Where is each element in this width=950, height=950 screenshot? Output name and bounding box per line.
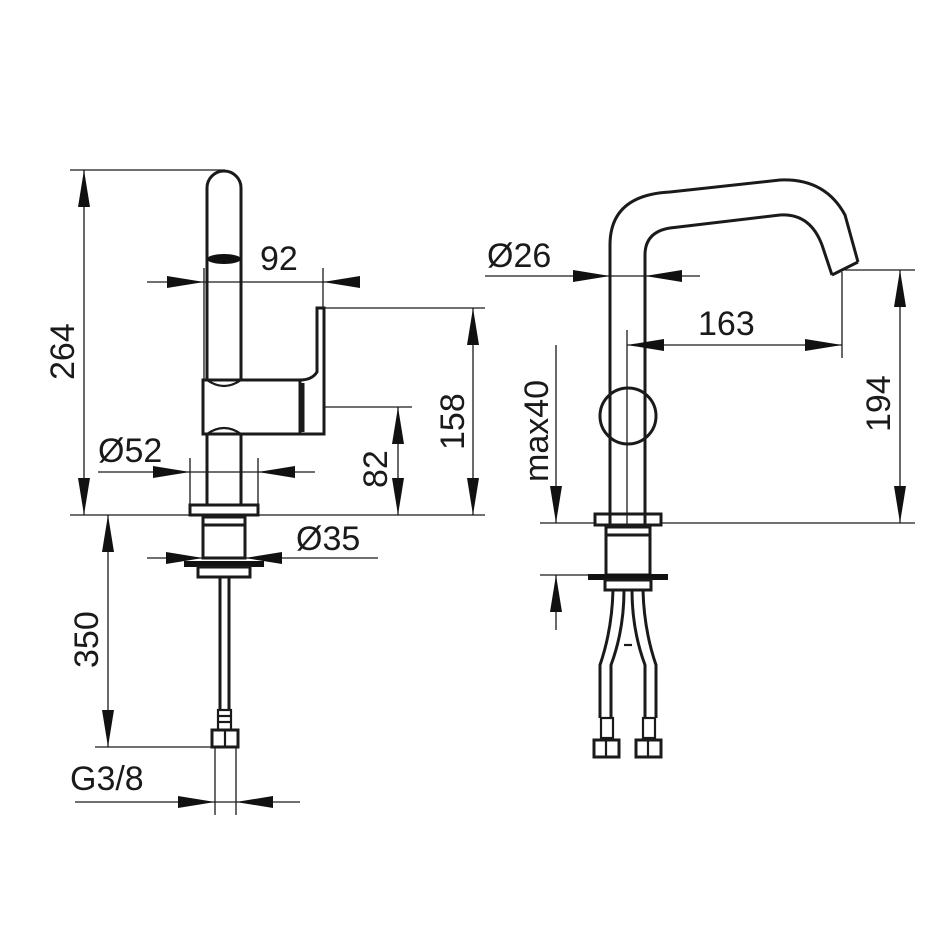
dimension-overall-height: 264 [44, 169, 225, 516]
label-d35: Ø35 [296, 520, 360, 558]
label-82: 82 [357, 450, 395, 488]
dimension-max-countertop: max40 [518, 345, 595, 630]
front-view: 264 92 158 82 [44, 169, 485, 815]
dimension-hose-length: 350 [68, 515, 212, 748]
label-264: 264 [44, 323, 82, 380]
label-194: 194 [860, 375, 898, 432]
label-163: 163 [698, 305, 755, 343]
dimension-connection-thread: G3/8 [70, 747, 300, 815]
label-350: 350 [68, 611, 106, 668]
front-faucet-body [184, 169, 326, 749]
label-158: 158 [434, 393, 472, 450]
dimension-shank-diameter: Ø35 [147, 520, 378, 564]
label-d52: Ø52 [98, 432, 162, 470]
side-faucet-body [588, 178, 860, 759]
label-92: 92 [260, 240, 298, 278]
label-g38: G3/8 [70, 760, 144, 798]
dimension-spout-reach: 92 [147, 240, 360, 380]
dimension-lever-top-height: 158 [245, 307, 485, 516]
dimension-base-diameter: Ø52 [98, 432, 315, 505]
label-max40: max40 [518, 380, 556, 482]
dimension-spout-projection: 163 [627, 272, 843, 358]
dimension-spout-diameter: Ø26 [485, 237, 700, 282]
dimension-outlet-height: 194 [661, 269, 915, 524]
side-view: Ø26 163 194 max40 [485, 178, 915, 759]
dimension-lever-bottom-height: 82 [324, 406, 412, 515]
label-d26: Ø26 [487, 237, 551, 275]
